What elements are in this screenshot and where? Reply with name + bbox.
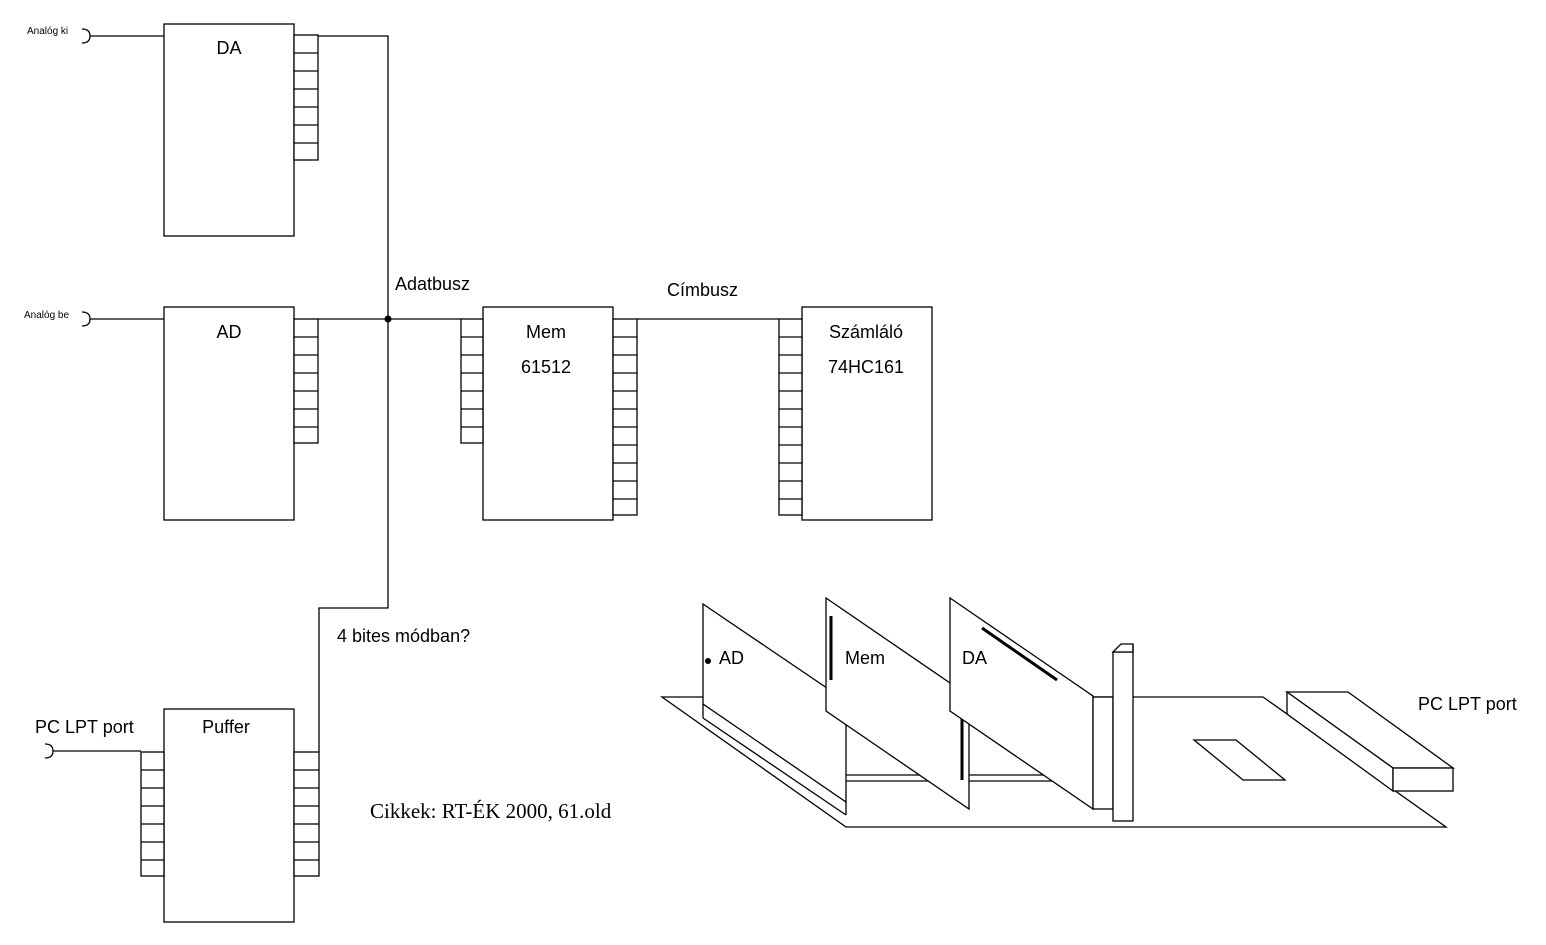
buffer-title: Puffer xyxy=(202,717,250,737)
da-box xyxy=(163,23,295,237)
ad-card: AD xyxy=(702,602,847,816)
analog-out-label: Analóg ki xyxy=(27,26,68,37)
lpt-connector-3d xyxy=(1284,690,1456,793)
analog-in-jack-icon xyxy=(81,311,91,327)
address-bus-label: Címbusz xyxy=(667,280,738,300)
mem-card: Mem xyxy=(825,596,970,811)
ad-title: AD xyxy=(216,322,241,342)
buffer-left-pins xyxy=(140,751,165,877)
da-card: DA xyxy=(949,596,1094,811)
pc-lpt-port-right-label: PC LPT port xyxy=(1418,694,1517,714)
da-title: DA xyxy=(216,38,241,58)
ad-pins xyxy=(293,318,319,444)
counter-box xyxy=(801,306,933,521)
source-citation: Cikkek: RT-ÉK 2000, 61.old xyxy=(370,799,612,823)
analog-in-label: Analóg be xyxy=(24,310,69,321)
ad-box xyxy=(163,306,295,521)
assembly-drawing: AD Mem DA PC LPT xyxy=(659,596,1517,828)
mem-part-number: 61512 xyxy=(521,357,571,377)
counter-part-number: 74HC161 xyxy=(828,357,904,377)
counter-block: Számláló 74HC161 xyxy=(778,306,933,521)
da-card-label: DA xyxy=(962,648,987,668)
analog-out-jack-icon xyxy=(81,28,91,44)
mem-left-pins xyxy=(460,318,484,444)
mem-box xyxy=(482,306,614,521)
counter-title: Számláló xyxy=(829,322,903,342)
ad-card-label: AD xyxy=(719,648,744,668)
pc-lpt-port-left-label: PC LPT port xyxy=(35,717,134,737)
ad-block: AD xyxy=(163,306,319,521)
buffer-box xyxy=(163,708,295,923)
da-block: DA xyxy=(163,23,319,237)
bus-junction-dot xyxy=(384,315,392,323)
da-pins xyxy=(293,34,319,161)
counter-left-pins xyxy=(778,318,803,516)
four-bit-mode-note: 4 bites módban? xyxy=(337,626,470,646)
analog-out-connector: Analóg ki xyxy=(27,26,164,44)
ad-card-component-dot xyxy=(705,658,711,664)
buffer-right-pins xyxy=(293,751,320,877)
analog-in-connector: Analóg be xyxy=(24,310,164,327)
lpt-jack-icon xyxy=(44,743,54,759)
pc-lpt-port-left-connector: PC LPT port xyxy=(35,717,141,759)
mem-right-pins xyxy=(612,318,638,516)
mem-card-label: Mem xyxy=(845,648,885,668)
mem-block: Mem 61512 xyxy=(460,306,638,521)
board-chip xyxy=(1192,739,1287,781)
mem-title: Mem xyxy=(526,322,566,342)
data-bus-wiring xyxy=(318,35,461,752)
support-post xyxy=(1111,643,1134,822)
buffer-block: Puffer xyxy=(140,708,320,923)
data-bus-label: Adatbusz xyxy=(395,274,470,294)
